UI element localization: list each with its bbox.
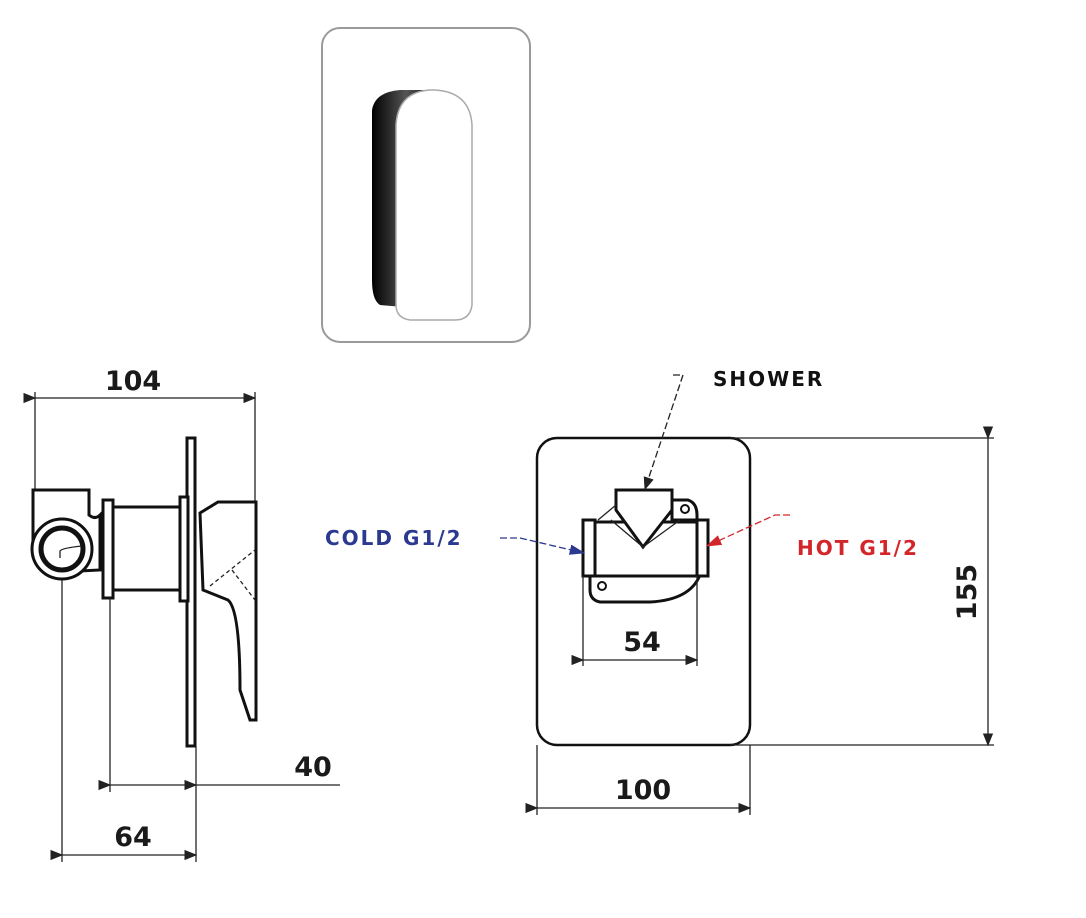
hot-inlet-label: HOT G1/2: [797, 536, 919, 560]
cold-inlet-label: COLD G1/2: [325, 526, 463, 550]
product-render: [321, 27, 531, 343]
dim-100: 100: [615, 775, 671, 806]
front-view: 54 100 155 SHOWER COLD G1/2 HOT G1/2: [325, 367, 994, 815]
dim-64: 64: [114, 822, 152, 853]
shower-label: SHOWER: [713, 367, 824, 391]
dim-54: 54: [623, 627, 661, 658]
side-view: 104 40 64: [23, 366, 340, 862]
dim-104: 104: [105, 366, 161, 397]
dim-40: 40: [294, 752, 332, 783]
dim-155: 155: [952, 564, 983, 620]
